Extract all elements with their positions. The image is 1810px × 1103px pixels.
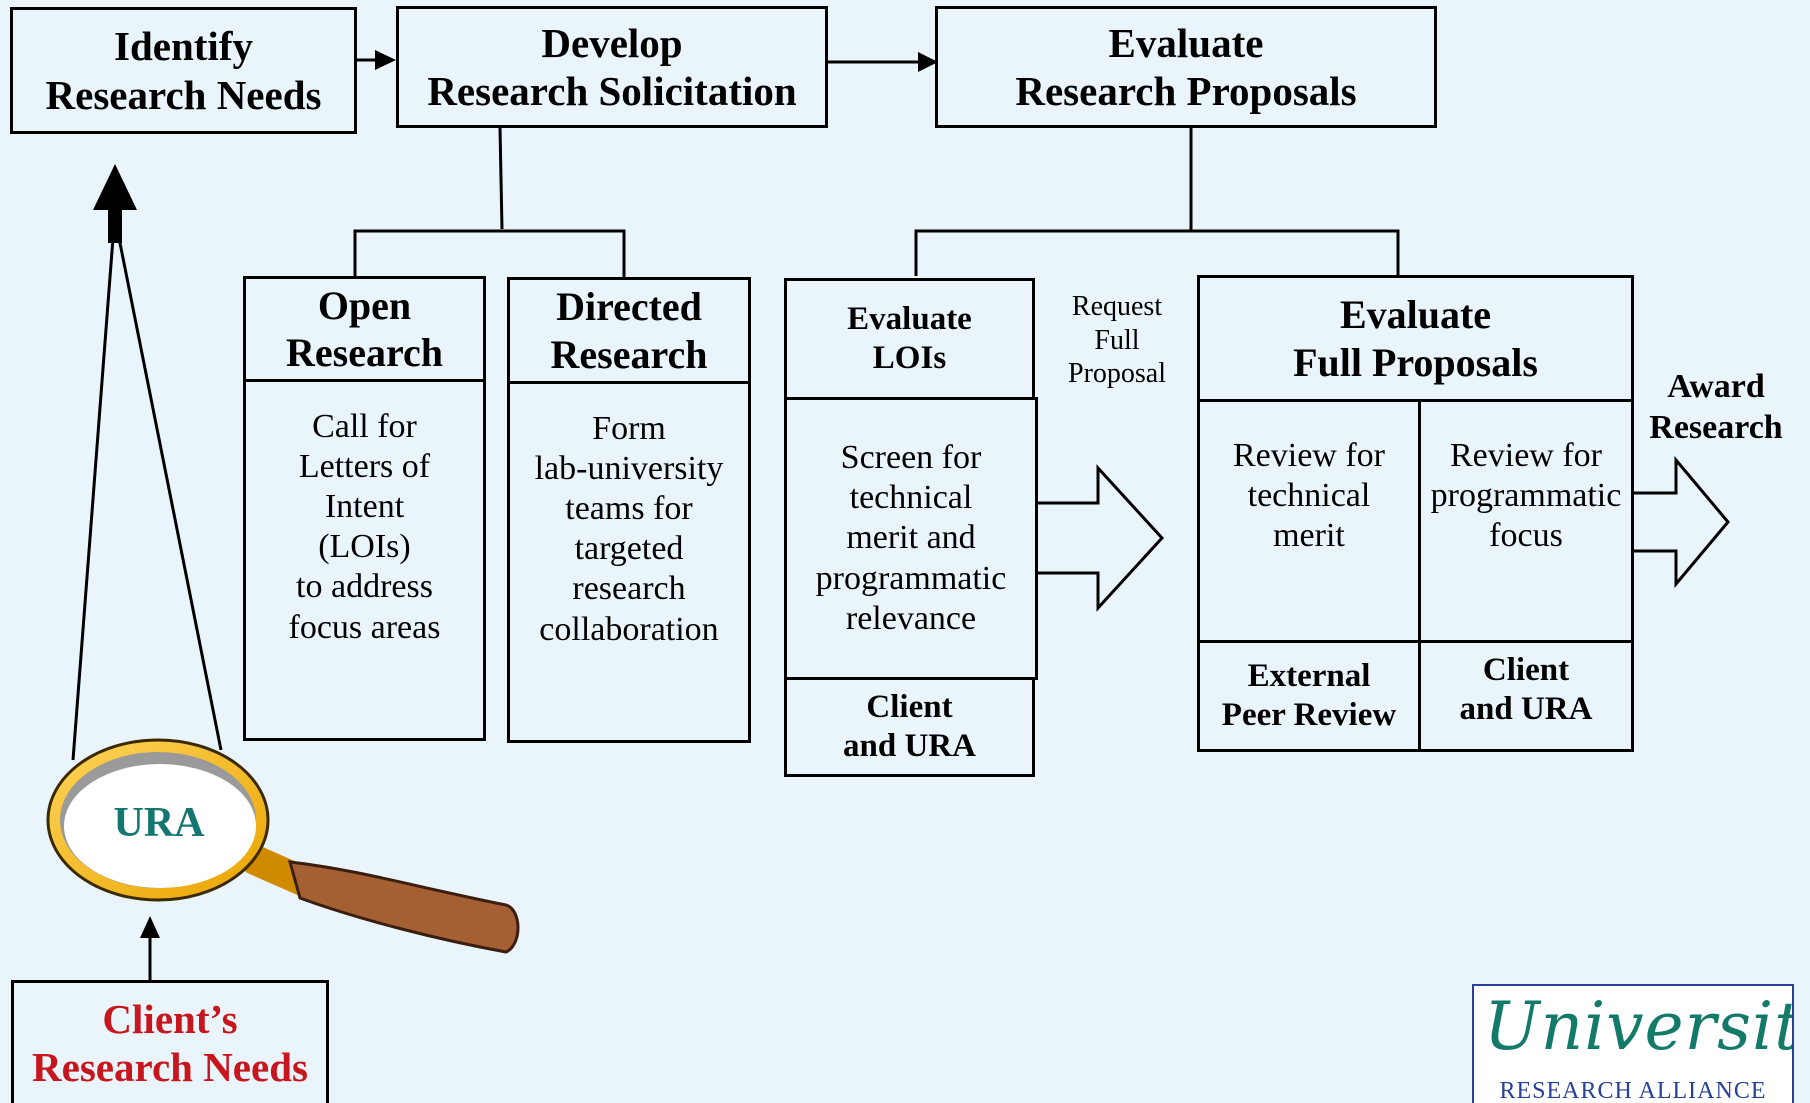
- cone-line-right: [117, 237, 223, 751]
- directed-research-body: Form lab-university teams for targeted r…: [507, 381, 751, 743]
- evaluate-full-proposals-title: Evaluate Full Proposals: [1197, 275, 1634, 402]
- logo-script-text: University: [1484, 988, 1792, 1065]
- evaluate-research-proposals-box: Evaluate Research Proposals: [935, 6, 1437, 128]
- magnifying-glass-icon: [46, 738, 520, 954]
- branch-evaluate: [914, 128, 1400, 276]
- directed-research-title: Directed Research: [507, 277, 751, 384]
- award-research-label: Award Research: [1649, 368, 1783, 446]
- open-research-body: Call for Letters of Intent (LOIs) to add…: [243, 379, 486, 741]
- client-research-needs-box: Client’s Research Needs: [11, 980, 329, 1103]
- external-peer-review-box: External Peer Review: [1197, 640, 1421, 752]
- logo-subtitle: RESEARCH ALLIANCE: [1499, 1078, 1767, 1103]
- arrowhead-identify-develop: [375, 50, 396, 70]
- technical-merit-review-box: Review for technical merit: [1197, 399, 1421, 643]
- develop-research-solicitation-box: Develop Research Solicitation: [396, 6, 828, 128]
- branch-develop: [353, 127, 626, 277]
- request-full-proposal-label: Request Full Proposal: [1068, 291, 1166, 390]
- evaluate-lois-body: Screen for technical merit and programma…: [784, 397, 1038, 680]
- arrowhead-develop-evaluate: [918, 52, 938, 72]
- open-research-title: Open Research: [243, 276, 486, 382]
- arrowhead-client-to-ura: [140, 916, 160, 938]
- evaluate-lois-footer: Client and URA: [784, 677, 1035, 777]
- cone-line-left: [71, 237, 115, 761]
- big-up-arrow: [93, 164, 137, 210]
- request-proposal-arrow: [1034, 464, 1165, 612]
- programmatic-focus-review-box: Review for programmatic focus: [1418, 399, 1634, 643]
- award-research-arrow: [1630, 455, 1730, 589]
- identify-research-needs-box: Identify Research Needs: [10, 7, 357, 134]
- ura-magnifier-label: URA: [113, 800, 205, 846]
- client-ura-review-box: Client and URA: [1418, 640, 1634, 752]
- university-research-alliance-logo: University RESEARCH ALLIANCE: [1472, 984, 1794, 1103]
- evaluate-lois-title: Evaluate LOIs: [784, 278, 1035, 400]
